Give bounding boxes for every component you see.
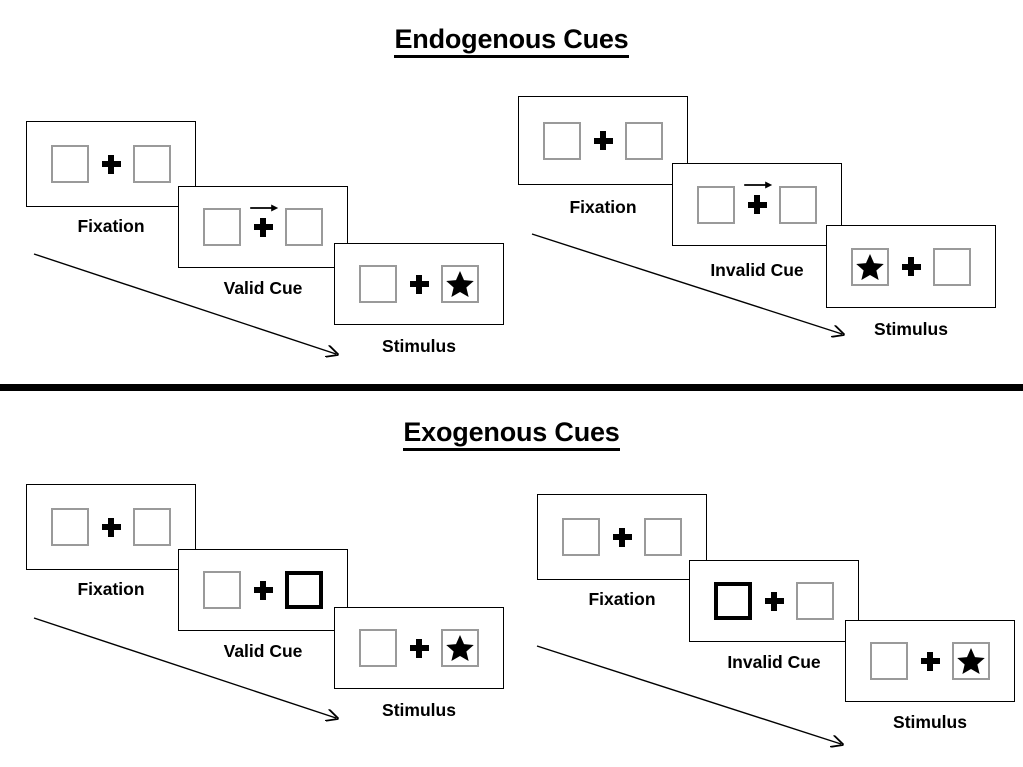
plus-icon <box>253 217 273 237</box>
left-box <box>562 518 600 556</box>
plus-icon <box>747 195 767 214</box>
right-box <box>133 508 171 546</box>
section-title-exogenous: Exogenous Cues <box>0 417 1023 451</box>
plus-icon <box>253 580 273 600</box>
timeline-arrow-exogenous-invalid <box>536 645 853 752</box>
timeline-arrow-endogenous-invalid <box>531 233 858 346</box>
panel-label-endogenous-valid-stimulus: Stimulus <box>382 336 456 356</box>
panel-exogenous-invalid-stimulus[interactable] <box>845 620 1015 702</box>
panel-endogenous-invalid-fixation[interactable] <box>518 96 688 185</box>
panel-endogenous-valid-cue[interactable] <box>178 186 348 268</box>
right-box-target <box>441 629 479 667</box>
fixation-cross-container <box>600 527 644 547</box>
left-box <box>359 265 397 303</box>
fixation-cross-container <box>89 517 133 537</box>
panel-endogenous-valid-stimulus[interactable] <box>334 243 504 325</box>
panel-label-exogenous-valid-cue: Valid Cue <box>223 641 303 661</box>
section-divider <box>0 384 1023 391</box>
section-title-exogenous-text: Exogenous Cues <box>403 417 620 451</box>
panel-label-endogenous-invalid-fixation: Fixation <box>569 197 637 217</box>
left-box-cued <box>714 582 752 620</box>
left-box <box>359 629 397 667</box>
section-title-endogenous-text: Endogenous Cues <box>394 24 629 58</box>
panel-label-exogenous-invalid-cue: Invalid Cue <box>727 652 821 672</box>
right-box <box>779 185 817 224</box>
panel-label-endogenous-invalid-cue: Invalid Cue <box>710 260 804 280</box>
panel-exogenous-invalid-fixation[interactable] <box>537 494 707 580</box>
arrow-right-icon <box>744 181 773 189</box>
fixation-cross-container <box>397 638 441 658</box>
right-box-target <box>441 265 479 303</box>
left-box <box>203 208 241 246</box>
fixation-cross-container <box>241 204 285 237</box>
plus-icon <box>101 517 121 537</box>
panel-endogenous-invalid-stimulus[interactable] <box>826 225 996 308</box>
panel-endogenous-valid-fixation[interactable] <box>26 121 196 207</box>
left-box <box>51 145 89 183</box>
panel-label-exogenous-invalid-fixation: Fixation <box>588 589 656 609</box>
plus-icon <box>901 257 921 276</box>
right-box <box>285 208 323 246</box>
arrow-right-icon <box>250 204 279 211</box>
fixation-cross-container <box>735 181 779 214</box>
panel-endogenous-invalid-cue[interactable] <box>672 163 842 246</box>
right-box <box>933 247 971 286</box>
star-icon <box>856 253 884 280</box>
panel-label-endogenous-valid-cue: Valid Cue <box>223 278 303 298</box>
plus-icon <box>612 527 632 547</box>
left-box <box>203 571 241 609</box>
right-box-target <box>952 642 990 680</box>
star-icon <box>446 635 474 661</box>
panel-exogenous-valid-fixation[interactable] <box>26 484 196 570</box>
plus-icon <box>409 638 429 658</box>
plus-icon <box>409 274 429 294</box>
star-icon <box>446 271 474 297</box>
left-box <box>870 642 908 680</box>
plus-icon <box>920 651 940 671</box>
panel-label-endogenous-invalid-stimulus: Stimulus <box>874 319 948 339</box>
timeline-arrow-endogenous-valid <box>33 253 350 366</box>
left-box <box>697 185 735 224</box>
section-title-endogenous: Endogenous Cues <box>0 24 1023 58</box>
fixation-cross-container <box>752 591 796 611</box>
right-box <box>133 145 171 183</box>
panel-label-exogenous-invalid-stimulus: Stimulus <box>893 712 967 732</box>
fixation-cross-container <box>397 274 441 294</box>
left-box-target <box>851 247 889 286</box>
plus-icon <box>593 131 613 150</box>
left-box <box>51 508 89 546</box>
fixation-cross-container <box>889 257 933 276</box>
fixation-cross-container <box>581 131 625 150</box>
plus-icon <box>101 154 121 174</box>
panel-exogenous-valid-stimulus[interactable] <box>334 607 504 689</box>
left-box <box>543 121 581 160</box>
panel-exogenous-invalid-cue[interactable] <box>689 560 859 642</box>
right-box <box>796 582 834 620</box>
right-box <box>644 518 682 556</box>
timeline-arrow-exogenous-valid <box>33 617 350 730</box>
plus-icon <box>764 591 784 611</box>
panel-label-exogenous-valid-fixation: Fixation <box>77 579 145 599</box>
fixation-cross-container <box>89 154 133 174</box>
right-box <box>625 121 663 160</box>
fixation-cross-container <box>241 580 285 600</box>
fixation-cross-container <box>908 651 952 671</box>
panel-label-exogenous-valid-stimulus: Stimulus <box>382 700 456 720</box>
panel-label-endogenous-valid-fixation: Fixation <box>77 216 145 236</box>
star-icon <box>957 648 985 674</box>
right-box-cued <box>285 571 323 609</box>
panel-exogenous-valid-cue[interactable] <box>178 549 348 631</box>
